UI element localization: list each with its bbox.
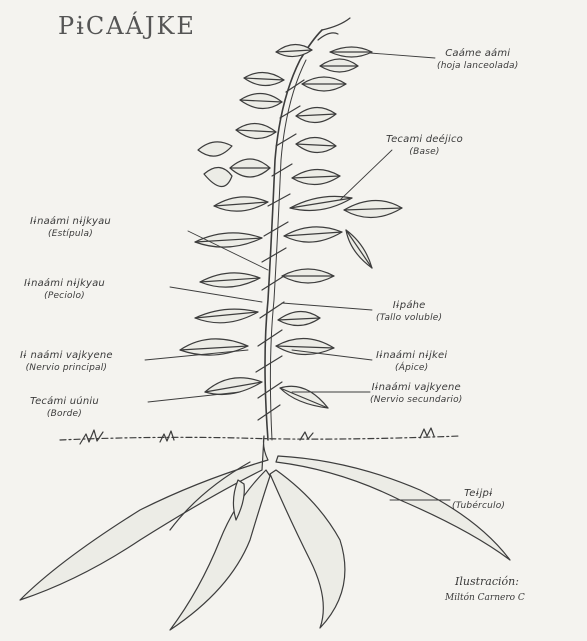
- label-tuber-name: Teɨjpɨ: [464, 488, 493, 499]
- label-stipule-name: Iɨnaámi nɨjkyau: [30, 216, 111, 227]
- label-main-vein-gloss: (Nervio principal): [20, 362, 113, 374]
- label-base: Tecami deéjico (Base): [386, 134, 463, 158]
- label-border-gloss: (Borde): [30, 408, 99, 420]
- label-tuber: Teɨjpɨ (Tubérculo): [452, 488, 505, 512]
- label-apex-gloss: (Ápice): [376, 362, 447, 374]
- label-stipule: Iɨnaámi nɨjkyau (Estípula): [30, 216, 111, 240]
- label-petiole-gloss: (Peciolo): [24, 290, 105, 302]
- ground-line: [60, 428, 460, 444]
- label-stem-name: Iɨpáhe: [393, 300, 426, 311]
- label-stem: Iɨpáhe (Tallo voluble): [376, 300, 442, 324]
- tuber-roots: [20, 436, 510, 630]
- label-petiole: Iɨnaámi nɨjkyau (Peciolo): [24, 278, 105, 302]
- illustration-credit: Ilustración: Miltón Carnero C: [455, 574, 525, 606]
- label-apex: Iɨnaámi nɨjkei (Ápice): [376, 350, 447, 374]
- label-leaf-name: Caáme aámi: [445, 48, 510, 59]
- label-stem-gloss: (Tallo voluble): [376, 312, 442, 324]
- label-secondary-vein: Iɨnaámi vajkyene (Nervio secundario): [370, 382, 463, 406]
- label-base-gloss: (Base): [386, 146, 463, 158]
- label-petiole-name: Iɨnaámi nɨjkyau: [24, 278, 105, 289]
- label-main-vein: Iɨ naámi vajkyene (Nervio principal): [20, 350, 113, 374]
- label-base-name: Tecami deéjico: [386, 134, 463, 145]
- label-stipule-gloss: (Estípula): [30, 228, 111, 240]
- credit-label: Ilustración:: [455, 575, 519, 588]
- label-border: Tecámi uúniu (Borde): [30, 396, 99, 420]
- label-leaf: Caáme aámi (hoja lanceolada): [437, 48, 518, 72]
- label-border-name: Tecámi uúniu: [30, 396, 99, 407]
- label-apex-name: Iɨnaámi nɨjkei: [376, 350, 447, 361]
- page-title: PɨCAÁJKE: [58, 12, 196, 40]
- label-secondary-vein-gloss: (Nervio secundario): [370, 394, 463, 406]
- label-main-vein-name: Iɨ naámi vajkyene: [20, 350, 113, 361]
- label-secondary-vein-name: Iɨnaámi vajkyene: [372, 382, 461, 393]
- label-leaf-gloss: (hoja lanceolada): [437, 60, 518, 72]
- label-tuber-gloss: (Tubérculo): [452, 500, 505, 512]
- credit-author: Miltón Carnero C: [445, 590, 525, 606]
